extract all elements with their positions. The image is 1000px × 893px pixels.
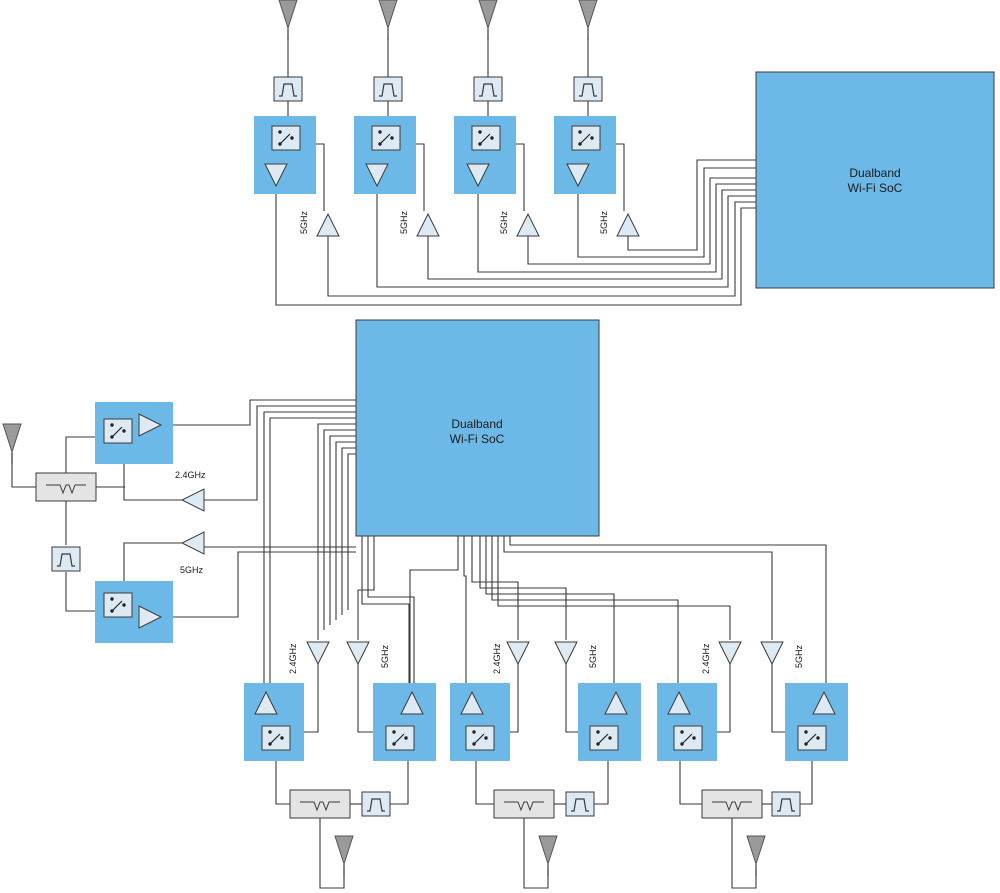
diplexer-icon <box>701 789 763 819</box>
soc-top-line1: Dualband <box>849 166 900 180</box>
bandpass-filter-icon <box>565 791 595 817</box>
amplifier-icon <box>554 641 578 665</box>
bandpass-filter-icon <box>51 546 81 572</box>
soc-top <box>755 71 995 289</box>
rf-switch-icon <box>571 125 601 151</box>
antenna-icon <box>278 0 298 41</box>
amplifier-icon <box>760 641 784 665</box>
band-label-5ghz: 5GHz <box>794 644 804 668</box>
top-section: Dualband Wi-Fi SoC 5GHz 5GHz 5GHz 5G <box>254 0 995 306</box>
rf-switch-icon <box>271 125 301 151</box>
band-label-24ghz: 2.4GHz <box>701 643 711 674</box>
diplexer-icon <box>493 789 555 819</box>
soc-bottom-line2: Wi-Fi SoC <box>450 432 505 446</box>
band-label-24ghz: 2.4GHz <box>492 643 502 674</box>
amplifier-icon <box>181 488 205 512</box>
rf-switch-icon <box>471 125 501 151</box>
antenna-icon <box>578 0 598 41</box>
soc-bottom <box>355 319 600 537</box>
band-label-5ghz: 5GHz <box>299 210 309 234</box>
amplifier-icon <box>306 641 330 665</box>
bandpass-filter-icon <box>573 76 603 102</box>
antenna-icon <box>2 423 22 465</box>
rf-switch-icon <box>103 592 133 618</box>
rf-switch-icon <box>589 725 619 751</box>
amplifier-icon <box>516 213 540 237</box>
band-label-5ghz: 5GHz <box>588 644 598 668</box>
antenna-icon <box>334 835 354 877</box>
rf-switch-icon <box>103 418 133 444</box>
top-wiring <box>275 38 756 306</box>
bandpass-filter-icon <box>273 76 303 102</box>
bandpass-filter-icon <box>373 76 403 102</box>
antenna-icon <box>746 835 766 877</box>
bandpass-filter-icon <box>361 791 391 817</box>
band-label-5ghz: 5GHz <box>399 210 409 234</box>
diplexer-icon <box>35 472 97 502</box>
amplifier-icon <box>346 641 370 665</box>
band-label-5ghz: 5GHz <box>599 210 609 234</box>
amplifier-icon <box>316 213 340 237</box>
band-label-5ghz: 5GHz <box>499 210 509 234</box>
amplifier-icon <box>616 213 640 237</box>
rf-switch-icon <box>465 725 495 751</box>
rf-switch-icon <box>261 725 291 751</box>
soc-top-line2: Wi-Fi SoC <box>848 181 903 195</box>
antenna-icon <box>538 835 558 877</box>
amplifier-icon <box>416 213 440 237</box>
rf-switch-icon <box>797 725 827 751</box>
rf-switch-icon <box>673 725 703 751</box>
band-label-5ghz: 5GHz <box>180 565 204 575</box>
bandpass-filter-icon <box>473 76 503 102</box>
amplifier-icon <box>506 641 530 665</box>
soc-bottom-line1: Dualband <box>451 417 502 431</box>
band-label-24ghz: 2.4GHz <box>175 470 206 480</box>
antenna-icon <box>378 0 398 41</box>
amplifier-icon <box>718 641 742 665</box>
rf-switch-icon <box>385 725 415 751</box>
bandpass-filter-icon <box>771 791 801 817</box>
amplifier-icon <box>181 531 205 555</box>
rf-switch-icon <box>371 125 401 151</box>
band-label-24ghz: 2.4GHz <box>288 643 298 674</box>
diplexer-icon <box>289 789 351 819</box>
bottom-section: Dualband Wi-Fi SoC 2.4GHz 5GHz 2.4GHz 5G… <box>2 319 848 889</box>
antenna-icon <box>478 0 498 41</box>
band-label-5ghz: 5GHz <box>380 644 390 668</box>
